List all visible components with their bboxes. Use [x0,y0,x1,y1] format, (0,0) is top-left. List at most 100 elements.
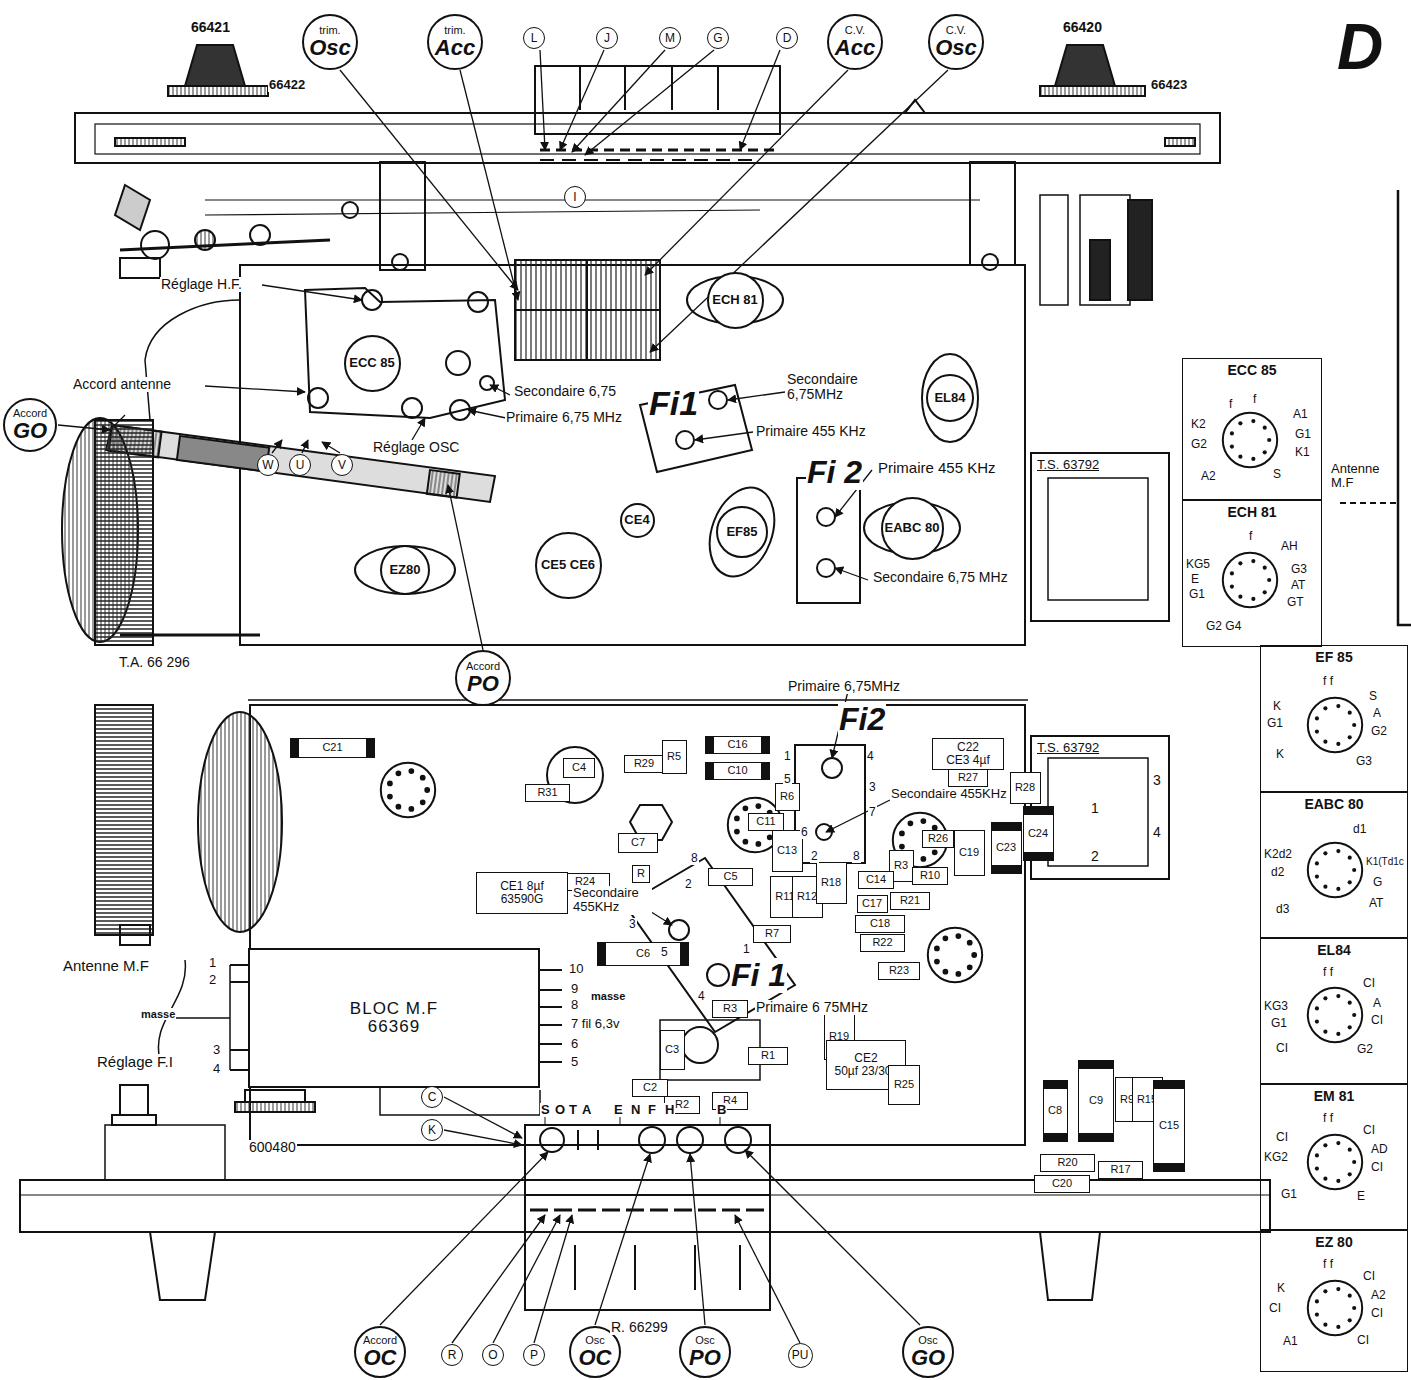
component-part: R25 [888,1065,920,1105]
text-label: 6 [570,1037,579,1051]
callout-code: Osc [309,36,351,59]
node-label: EF 85 [1315,650,1352,665]
text-label: CI [1356,1334,1370,1347]
text-label: G3 [1355,755,1373,768]
text-label: 10 [568,962,584,976]
text-label: Fi1 [648,385,699,422]
text-label: 1 [742,943,751,956]
node-label: EABC 80 [1304,797,1363,812]
component-part: R21 [890,892,930,910]
letter-marker: U [289,454,311,476]
text-label: G2 G4 [1205,620,1242,633]
text-label: K1 [1294,446,1311,459]
text-label: 66423 [1150,78,1188,92]
text-label: CI [1370,1014,1384,1027]
node-label: C2 [643,1082,657,1094]
text-label: 3 [1152,773,1162,788]
node-label: R5 [667,751,681,763]
node-label: trim. [444,25,465,37]
node-label: W [262,459,273,472]
text-label: f f [1322,1112,1334,1125]
component-part: C7 [618,833,658,853]
text-label: KG2 [1263,1151,1289,1164]
text-label: D [1336,12,1384,82]
text-label: K [1272,700,1282,713]
component-part: C8 [1043,1080,1068,1142]
node-label: R18 [821,877,841,889]
component-part: C17 [857,895,888,913]
component-part: C21 [290,738,375,758]
text-label: T [568,1103,578,1117]
letter-marker: D [776,27,798,49]
callout-code: GO [13,419,47,442]
text-label: 7 [868,806,877,819]
node-label: EZ80 [389,563,420,577]
component-part: C6 [597,942,689,966]
letter-marker: L [523,27,545,49]
node-label: CE4 [624,513,649,527]
node-label: ECH 81 [712,293,758,307]
text-label: G1 [1294,428,1312,441]
component-part: R28 [1010,772,1041,804]
callout-code: PO [689,1346,721,1369]
tube-position: ECC 85 [344,335,401,392]
text-label: AT [1290,579,1306,592]
component-part: R1 [748,1047,788,1065]
node-label: V [338,459,346,472]
component-part: R17 [1098,1161,1143,1179]
node-label: R [637,868,645,880]
text-label: 1 [1090,801,1100,816]
node-label: C23 [996,842,1016,854]
text-label: CI [1268,1302,1282,1315]
text-label: Fi 2 [806,455,863,490]
tube-position: EL84 [926,374,974,422]
text-label: A2 [1370,1289,1387,1302]
text-label: Primaire 6,75MHz [787,679,901,694]
text-label: 5 [660,946,669,959]
text-label: 2 [684,878,693,891]
node-label: C9 [1089,1095,1103,1107]
node-label: R2 [675,1099,689,1111]
text-label: A1 [1282,1335,1299,1348]
text-label: G2 [1356,1043,1374,1056]
text-label: Fi2 [838,702,886,737]
component-part: R23 [878,962,920,980]
text-label: 6 [800,826,809,839]
callout-circle: OscPO [679,1326,731,1378]
node-label: J [604,32,610,45]
node-label: Osc [695,1335,715,1347]
node-label: C21 [322,742,342,754]
text-label: Secondaire 455KHz [572,886,652,915]
node-label: R23 [889,965,909,977]
node-label: 66369 [368,1018,420,1036]
text-label: d2 [1270,866,1285,879]
component-part: R [632,865,650,883]
tube-position: EABC 80 [881,497,944,560]
node-label: C [428,1091,437,1104]
letter-marker: M [659,27,681,49]
node-label: P [530,1349,538,1362]
text-label: G2 [1370,725,1388,738]
text-label: K2d2 [1263,848,1293,861]
text-label: K [1275,748,1285,761]
text-label: Secondaire 455KHz [890,787,1008,801]
callout-circle: AccordGO [3,398,57,452]
node-label: C10 [727,765,747,777]
component-part: C10 [705,762,770,780]
component-part: C4 [563,758,595,778]
text-label: 2 [1090,849,1100,864]
node-label: R6 [780,791,794,803]
component-part: R18 [816,862,847,904]
node-label: trim. [319,25,340,37]
node-label: ECH 81 [1227,505,1276,520]
text-label: KG5 [1185,558,1211,571]
text-label: 5 [570,1055,579,1069]
text-label: Réglage OSC [372,440,460,455]
letter-marker: K [421,1119,443,1141]
letter-marker: I [564,186,586,208]
text-label: N [630,1103,641,1117]
node-label: CE5 CE6 [541,558,595,572]
text-label: G3 [1290,563,1308,576]
node-label: D [783,32,792,45]
node-label: C19 [959,847,979,859]
